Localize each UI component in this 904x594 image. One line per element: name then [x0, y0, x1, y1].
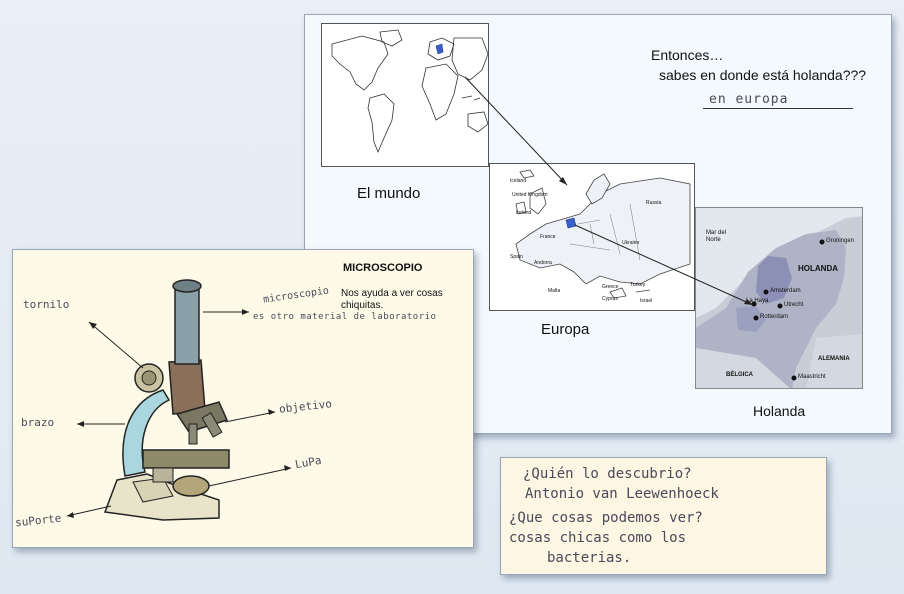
- europe-label-malta: Malta: [548, 288, 561, 294]
- belgium-label: BÉLGICA: [726, 372, 753, 378]
- world-caption: El mundo: [357, 185, 421, 202]
- label-tornillo: tornilo: [23, 298, 70, 311]
- germany-label: ALEMANIA: [818, 356, 850, 362]
- europe-map: Iceland United Kingdom Ireland France Sp…: [489, 163, 695, 311]
- world-map-drawing: [322, 24, 488, 166]
- city-rotterdam: Rotterdam: [760, 314, 789, 320]
- handwritten-note-card: ¿Quién lo descubrio? Antonio van Leewenh…: [500, 457, 827, 575]
- microscope-card: MICROSCOPIO Nos ayuda a ver cosas chiqui…: [12, 249, 474, 548]
- question-line-1: Entonces…: [651, 47, 724, 63]
- note-line-4: cosas chicas como los: [509, 530, 687, 546]
- city-utrecht: Utrecht: [784, 302, 804, 308]
- holland-sea-label: Mar del Norte: [706, 230, 727, 243]
- microscope-drawing: [66, 279, 292, 521]
- europe-label-turkey: Turkey: [630, 282, 646, 288]
- microscope-description: Nos ayuda a ver cosas chiquitas.: [341, 288, 443, 311]
- europe-label-andorra: Andorra: [534, 260, 552, 266]
- europe-label-spain: Spain: [510, 254, 523, 260]
- europe-label-iceland: Iceland: [510, 178, 527, 184]
- europe-label-ireland: Ireland: [516, 210, 532, 216]
- holland-map: Mar del Norte HOLANDA ALEMANIA BÉLGICA G…: [695, 207, 863, 389]
- europe-label-france: France: [540, 234, 556, 240]
- europe-label-uk: United Kingdom: [512, 192, 548, 198]
- note-line-1: ¿Quién lo descubrio?: [523, 466, 692, 482]
- city-la-haya: La Haya: [746, 298, 769, 304]
- europe-label-israel: Israel: [640, 298, 653, 304]
- holland-caption: Holanda: [753, 403, 806, 419]
- note-line-5: bacterias.: [547, 550, 632, 566]
- holland-country-label: HOLANDA: [798, 264, 838, 273]
- question-line-2: sabes en donde está holanda???: [659, 67, 867, 83]
- note-line-2: Antonio van Leewenhoeck: [525, 486, 719, 502]
- europe-label-russia: Russia: [646, 200, 662, 206]
- europe-label-cyprus: Cyprus: [602, 296, 618, 302]
- microscope-title: MICROSCOPIO: [343, 262, 423, 274]
- note-line-3: ¿Que cosas podemos ver?: [509, 510, 703, 526]
- city-maastricht: Maastricht: [798, 374, 826, 380]
- europe-map-drawing: [490, 164, 694, 310]
- answer-underline: [703, 108, 853, 109]
- europe-caption: Europa: [541, 321, 590, 338]
- world-map: [321, 23, 489, 167]
- europe-label-ukraine: Ukraine: [622, 240, 640, 246]
- city-groningen: Groningen: [826, 238, 855, 244]
- city-amsterdam: Amsterdam: [770, 288, 801, 294]
- handwritten-answer: en europa: [709, 92, 789, 107]
- label-brazo: brazo: [21, 416, 55, 429]
- label-microscopio-note: es otro material de laboratorio: [253, 312, 437, 322]
- europe-label-greece: Greece: [602, 284, 619, 290]
